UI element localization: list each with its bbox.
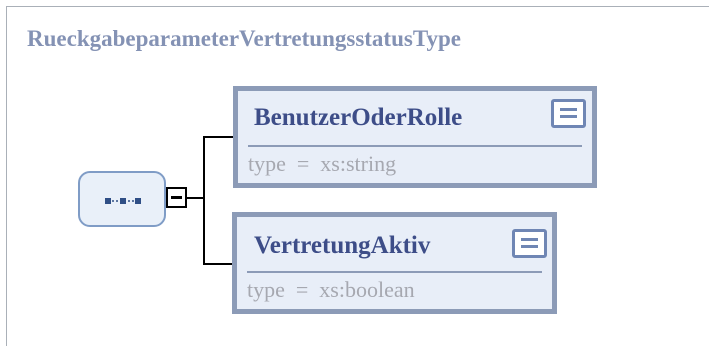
element-vertretungaktiv[interactable]: VertretungAktiv type = xs:boolean [232,212,557,314]
element-divider [248,145,582,147]
sequence-compositor[interactable] [78,171,166,227]
element-type: type = xs:boolean [247,277,415,302]
element-benutzeroderrolle[interactable]: BenutzerOderRolle type = xs:string [233,86,597,188]
complex-type-title: RueckgabeparameterVertretungsstatusType [27,26,461,51]
collapse-minus-icon [171,196,182,199]
element-name: BenutzerOderRolle [254,104,463,131]
element-name: VertretungAktiv [254,232,431,259]
collapse-toggle[interactable] [166,187,187,208]
documentation-icon[interactable] [551,99,586,128]
connector-lines [187,136,233,265]
element-divider [247,271,542,273]
element-type: type = xs:string [248,151,397,176]
documentation-icon[interactable] [512,229,547,258]
sequence-icon [105,198,141,204]
